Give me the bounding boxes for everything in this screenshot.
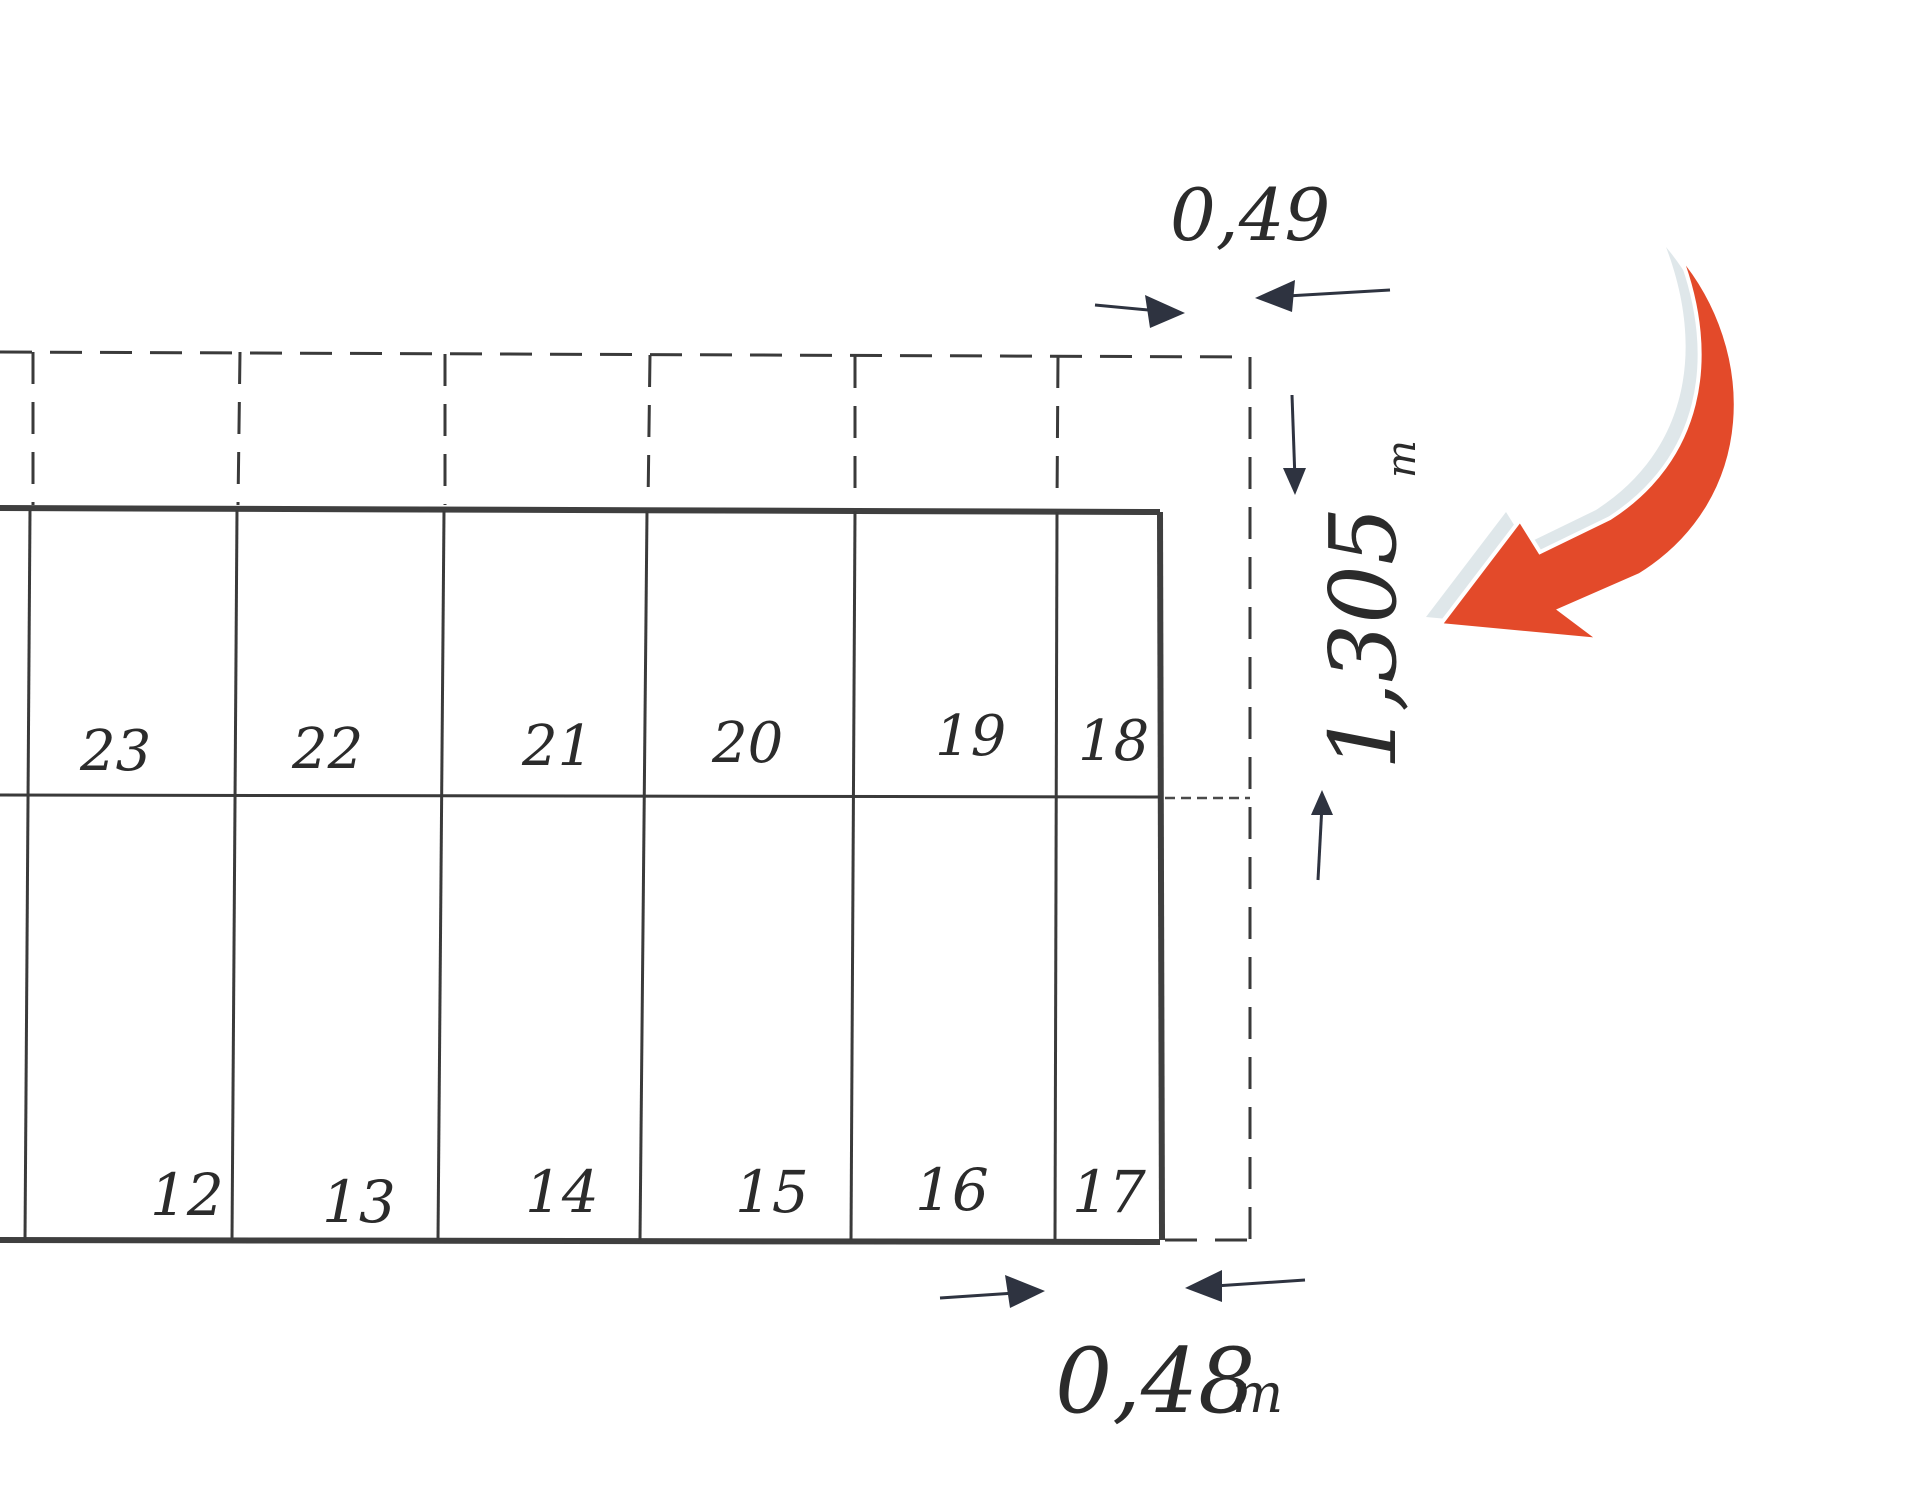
panel-number-18: 18	[1078, 709, 1149, 774]
height-unit: m	[1379, 440, 1425, 478]
panel-number-19: 19	[935, 704, 1006, 769]
panel-number-20: 20	[711, 711, 783, 776]
panel-number-13: 13	[322, 1168, 396, 1236]
arrow-right-icon	[1145, 295, 1185, 328]
top-width-dimension: 0,49	[1094, 173, 1391, 328]
bottom-width-label: 0,48	[1055, 1329, 1255, 1434]
panel-number-23: 23	[79, 719, 151, 784]
panel-number-21: 21	[521, 714, 593, 779]
arrow-up-icon	[1311, 790, 1333, 815]
arrow-down-icon	[1283, 468, 1306, 495]
panel-number-12: 12	[150, 1161, 224, 1229]
arrow-right-icon	[1005, 1275, 1045, 1308]
panel-number-14: 14	[525, 1158, 599, 1226]
bottom-panel-numbers: 12 13 14 15 16 17	[150, 1156, 1146, 1236]
top-width-label: 0,49	[1170, 173, 1330, 257]
panel-number-17: 17	[1072, 1158, 1146, 1226]
height-dimension: 1,305 m	[1283, 394, 1425, 881]
red-arrow-body	[1436, 253, 1738, 643]
arrow-left-icon	[1255, 280, 1295, 312]
panel-grid	[0, 505, 1165, 1245]
panel-number-15: 15	[735, 1158, 809, 1226]
arrow-left-icon	[1185, 1270, 1222, 1302]
height-label: 1,305	[1310, 507, 1417, 770]
panel-number-16: 16	[915, 1156, 989, 1224]
bottom-width-unit: m	[1232, 1362, 1283, 1425]
bottom-width-dimension: 0,48 m	[939, 1270, 1306, 1434]
dashed-extension-frame	[0, 350, 1252, 1245]
panel-number-22: 22	[291, 717, 363, 782]
red-curved-arrow-icon	[1426, 247, 1738, 643]
top-panel-numbers: 23 22 21 20 19 18	[79, 704, 1149, 784]
